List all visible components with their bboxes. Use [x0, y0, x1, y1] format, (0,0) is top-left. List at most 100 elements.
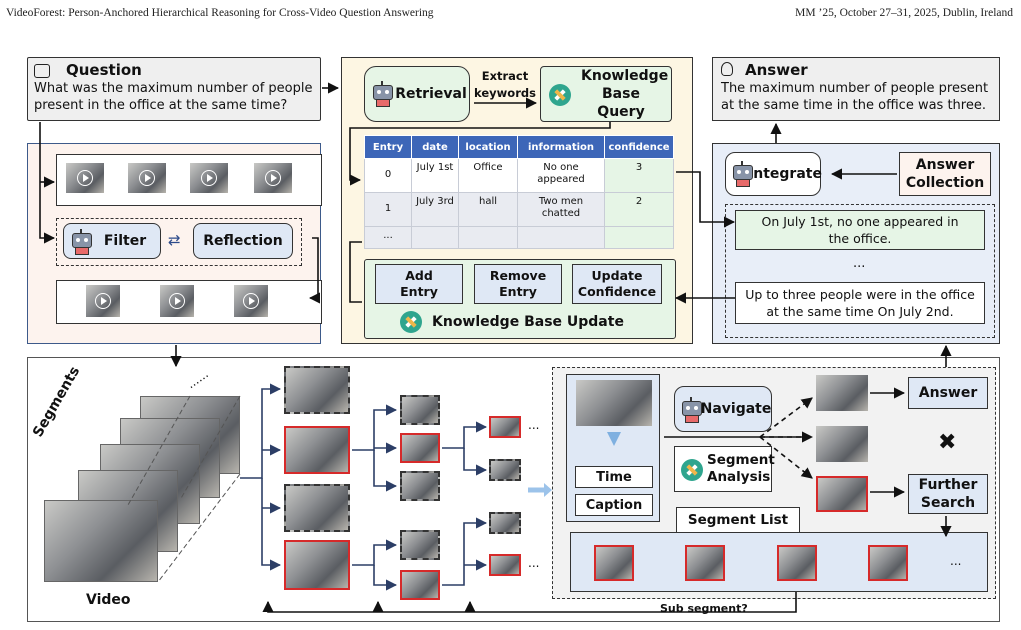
retrieval-node: Retrieval: [364, 66, 470, 122]
answer-title: Answer: [745, 61, 808, 79]
video-frame: [44, 500, 158, 582]
collection-group: [725, 204, 995, 338]
table-row: 1 July 3rd hall Two men chatted 2: [364, 192, 674, 227]
answer-collection-node: Answer Collection: [899, 152, 991, 196]
question-panel: Question What was the maximum number of …: [27, 57, 321, 121]
segment-thumb: [489, 512, 521, 534]
reject-mark: ✖: [938, 430, 957, 455]
segment-thumb: [489, 554, 521, 576]
table-cell: 0: [364, 158, 412, 193]
add-entry-button: Add Entry: [375, 264, 463, 304]
answer-panel: Answer The maximum number of people pres…: [712, 57, 1000, 121]
wrench-icon: [549, 84, 571, 106]
integrate-panel: Integrate Answer Collection On July 1st,…: [712, 143, 1000, 344]
clip-thumb: [160, 285, 194, 317]
kb-update-title: Knowledge Base Update: [432, 314, 624, 330]
down-arrow-icon: [607, 432, 621, 446]
segment-thumb: [489, 459, 521, 481]
segment-thumb: [284, 366, 350, 414]
segment-list-ellipsis: ...: [950, 554, 962, 568]
wrench-icon: [400, 311, 422, 333]
question-text: What was the maximum number of people pr…: [34, 81, 313, 113]
table-row: 0 July 1st Office No one appeared 3: [364, 158, 674, 193]
video-label: Video: [86, 592, 131, 608]
table-header: date: [411, 135, 459, 159]
segment-thumb: [400, 395, 440, 425]
remove-entry-button: Remove Entry: [474, 264, 562, 304]
clip-thumb: [254, 163, 292, 193]
segment-thumb: [400, 530, 440, 560]
extract-keywords-label: Extract keywords: [474, 69, 536, 100]
table-cell: 3: [604, 158, 674, 193]
integrate-node: Integrate: [725, 152, 822, 196]
segment-thumb: [489, 416, 521, 438]
video-search-panel: [27, 357, 1000, 622]
reflection-node: Reflection: [193, 223, 293, 259]
question-icon: [34, 64, 50, 78]
robot-icon: [70, 229, 94, 255]
filter-label: Filter: [103, 233, 147, 249]
clip-thumb: [86, 285, 120, 317]
segment-thumb: [777, 545, 817, 581]
segment-thumb: [816, 426, 868, 462]
table-cell: Office: [458, 158, 518, 193]
table-row: ...: [364, 226, 674, 249]
segment-analysis-node: Segment Analysis: [674, 446, 775, 492]
segment-analysis-label: Segment Analysis: [707, 452, 775, 485]
lightbulb-icon: [721, 62, 733, 76]
clip-thumb: [66, 163, 104, 193]
table-header: confidence: [604, 135, 674, 159]
caption-label: Caption: [575, 494, 653, 516]
segment-thumb: [594, 545, 634, 581]
knowledge-base-panel: Retrieval Extract keywords Knowledge Bas…: [341, 57, 693, 344]
answer-text: The maximum number of people present at …: [721, 81, 989, 113]
further-search-outcome: Further Search: [908, 474, 988, 514]
tree-ellipsis: ...: [528, 418, 540, 432]
table-header: information: [517, 135, 605, 159]
segment-thumb: [868, 545, 908, 581]
table-cell: 2: [604, 192, 674, 227]
clip-thumb: [190, 163, 228, 193]
tree-ellipsis: ...: [528, 556, 540, 570]
integrate-label: Integrate: [748, 166, 822, 182]
clip-thumb: [128, 163, 166, 193]
retrieval-label: Retrieval: [395, 86, 467, 102]
table-cell: [604, 226, 674, 249]
paper-header-left: VideoForest: Person-Anchored Hierarchica…: [6, 7, 434, 19]
time-label: Time: [575, 466, 653, 488]
navigate-label: Navigate: [700, 401, 772, 417]
query-label: Knowledge Base Query: [581, 68, 669, 120]
navigate-node: Navigate: [674, 386, 772, 432]
question-title: Question: [66, 61, 142, 79]
filter-reflection-group: [56, 218, 302, 266]
segment-thumb: [284, 540, 350, 590]
paper-header-right: MM ’25, October 27–31, 2025, Dublin, Ire…: [795, 7, 1013, 19]
swap-icon: ⇄: [168, 231, 181, 249]
segment-thumb: [685, 545, 725, 581]
collected-answer-item: Up to three people were in the office at…: [735, 282, 985, 324]
robot-icon: [731, 161, 755, 187]
clip-thumb: [234, 285, 268, 317]
filter-panel: Filter ⇄ Reflection: [27, 143, 322, 344]
wrench-icon: [681, 459, 703, 481]
knowledge-base-query-node: Knowledge Base Query: [540, 66, 672, 122]
segment-thumb: [816, 476, 868, 512]
robot-icon: [371, 81, 395, 107]
segment-thumb: [816, 375, 868, 411]
collected-answer-item: On July 1st, no one appeared in the offi…: [735, 210, 985, 250]
table-cell: Two men chatted: [517, 192, 605, 227]
update-confidence-button: Update Confidence: [572, 264, 662, 304]
segment-thumb: [400, 433, 440, 463]
segment-thumb: [400, 570, 440, 600]
segment-thumb: [400, 471, 440, 501]
table-header: location: [458, 135, 518, 159]
answer-outcome: Answer: [908, 377, 988, 409]
knowledge-table: Entry date location information confiden…: [364, 135, 674, 249]
filter-node: Filter: [63, 223, 161, 259]
robot-icon: [680, 397, 704, 423]
segment-thumb: [284, 426, 350, 474]
collection-ellipsis: ...: [853, 256, 866, 271]
segment-thumb: [284, 484, 350, 532]
segment-thumb: [576, 380, 652, 426]
